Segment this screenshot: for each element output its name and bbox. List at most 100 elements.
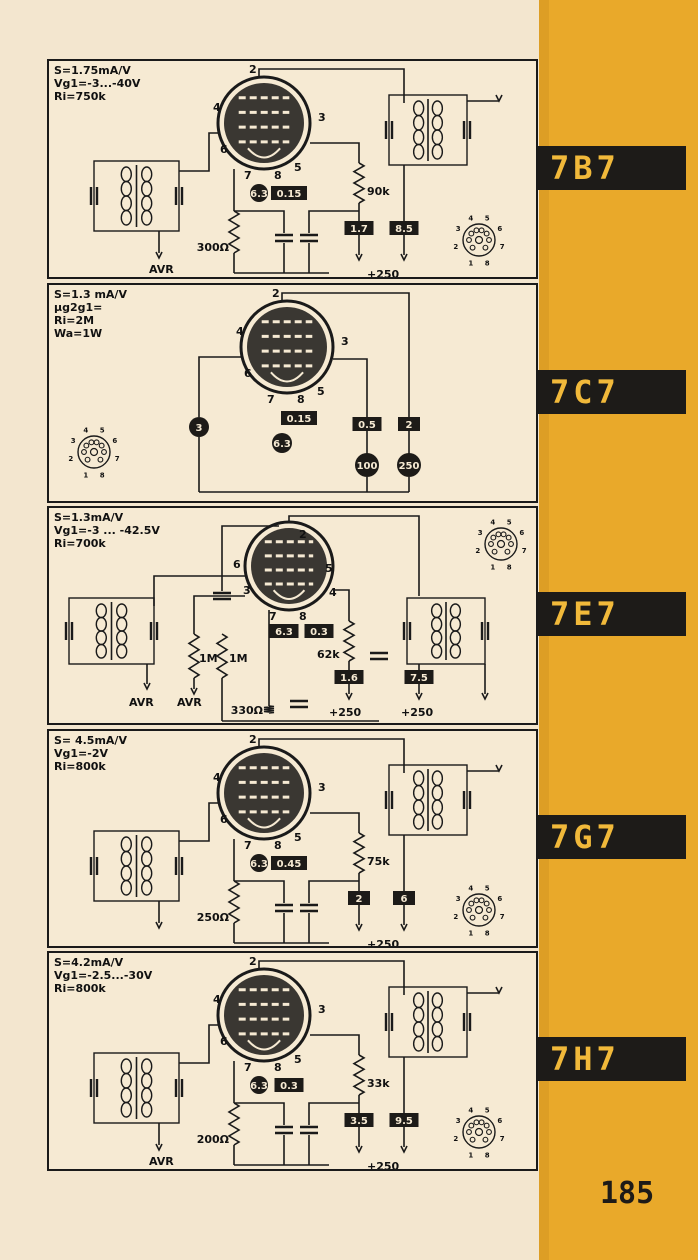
grid-wire bbox=[198, 356, 241, 417]
anode-current-box bbox=[404, 670, 434, 684]
heater-voltage-box bbox=[269, 624, 299, 638]
output-bandfilter-coil bbox=[412, 770, 425, 787]
output-bandfilter-coil bbox=[412, 813, 425, 830]
pin-number: 7 bbox=[244, 1061, 252, 1074]
input-bandfilter-coil bbox=[95, 603, 107, 619]
spec-grid-voltage: Vg1=-3...-40V bbox=[54, 77, 141, 90]
arrow bbox=[190, 687, 198, 696]
output-bandfilter-coil bbox=[431, 143, 444, 160]
spec-internal-resistance: Ri=800k bbox=[54, 982, 106, 995]
input-bandfilter-coil bbox=[95, 616, 107, 632]
base-socket-pin-number: 3 bbox=[71, 437, 76, 445]
pin-number: 3 bbox=[243, 584, 251, 597]
screen-voltage-disc bbox=[355, 453, 379, 477]
input-bandfilter-outline bbox=[93, 1052, 180, 1124]
pin-number: 8 bbox=[274, 169, 282, 182]
pin-number: 7 bbox=[269, 610, 277, 623]
input-bandfilter-coil bbox=[120, 180, 133, 197]
heater-current-box bbox=[281, 411, 317, 425]
anode-wire bbox=[288, 515, 420, 596]
screen-wire bbox=[333, 358, 368, 417]
page-number: 185 bbox=[600, 1176, 655, 1211]
arrow bbox=[495, 764, 503, 773]
output-bandfilter-coil bbox=[412, 1006, 425, 1023]
base-socket-pin bbox=[466, 907, 472, 913]
output-bandfilter-coil bbox=[449, 630, 462, 646]
grid-voltage-value: 3 bbox=[196, 423, 203, 434]
pin-number: 4 bbox=[329, 586, 337, 599]
pin-number: 6 bbox=[233, 558, 241, 571]
input-bandfilter-outline bbox=[93, 830, 180, 902]
screen-resistor bbox=[352, 1054, 366, 1096]
input-bandfilter-coil bbox=[140, 836, 153, 853]
input-bandfilter-outline bbox=[93, 160, 180, 232]
agc-label: AVR bbox=[149, 263, 174, 276]
output-bandfilter-coil bbox=[431, 129, 444, 146]
base-socket-pin bbox=[483, 1122, 490, 1129]
output-bandfilter-coil bbox=[449, 643, 462, 659]
base-socket-pin-number: 5 bbox=[100, 426, 105, 434]
base-socket-pin-number: 6 bbox=[519, 529, 524, 537]
pin-number: 4 bbox=[236, 325, 244, 338]
base-socket-pin bbox=[468, 1122, 475, 1129]
base-socket-pin-number: 6 bbox=[497, 225, 502, 233]
input-bandfilter-coil bbox=[120, 1072, 133, 1089]
spec-grid-voltage: Vg1=-2.5...-30V bbox=[54, 969, 153, 982]
cathode-resistor bbox=[263, 705, 275, 714]
spec-block: S=1.75mA/V Vg1=-3...-40V Ri=750k bbox=[54, 64, 140, 103]
output-bandfilter-coil bbox=[431, 114, 444, 131]
anode-current-value: 8.5 bbox=[395, 224, 413, 235]
pin-number: 3 bbox=[318, 1003, 326, 1016]
base-socket-pin bbox=[505, 534, 512, 541]
output-bandfilter-outline bbox=[406, 597, 486, 665]
spec-grid-voltage: Vg1=-2V bbox=[54, 747, 108, 760]
input-bandfilter-coil bbox=[140, 166, 153, 183]
base-socket-pin-number: 2 bbox=[453, 913, 458, 921]
base-socket-pin-number: 2 bbox=[453, 1135, 458, 1143]
input-bandfilter-coil bbox=[140, 850, 153, 867]
agc-label: AVR bbox=[129, 696, 154, 709]
anode-current-box bbox=[393, 891, 415, 905]
anode-wire bbox=[281, 292, 410, 417]
input-bandfilter-coil bbox=[140, 180, 153, 197]
base-socket-pin bbox=[88, 439, 95, 446]
output-bandfilter-coil bbox=[431, 799, 444, 816]
base-socket-pin bbox=[488, 541, 494, 547]
spec-block: S=1.3mA/V Vg1=-3 ... -42.5V Ri=700k bbox=[54, 511, 160, 550]
screen-current-value: 3.5 bbox=[350, 1116, 368, 1127]
pin-number: 5 bbox=[294, 831, 302, 844]
spec-internal-resistance: Ri=2M bbox=[54, 314, 95, 327]
heater-voltage-value: 6.3 bbox=[250, 189, 268, 200]
cathode-resistor bbox=[227, 1102, 241, 1146]
screen-current-box bbox=[348, 891, 370, 905]
screen-resistor-label: 33k bbox=[367, 1077, 390, 1090]
output-bandfilter-coil bbox=[449, 616, 462, 632]
base-socket-pin-number: 5 bbox=[485, 884, 490, 892]
supply-label: +250 bbox=[367, 938, 400, 946]
screen-current-box bbox=[344, 221, 374, 235]
base-socket-pin-number: 5 bbox=[485, 214, 490, 222]
pin-number: 6 bbox=[220, 1035, 228, 1048]
heater-voltage-value: 6.3 bbox=[275, 627, 293, 638]
base-socket-pin bbox=[93, 439, 100, 446]
output-bandfilter-outline bbox=[388, 986, 468, 1058]
heater-voltage-disc bbox=[250, 1076, 268, 1094]
arrow bbox=[400, 253, 408, 262]
base-socket-pin bbox=[486, 907, 492, 913]
spec-transconductance: S=1.3 mA/V bbox=[54, 288, 127, 301]
wire bbox=[193, 595, 245, 634]
base-socket-pin-number: 1 bbox=[468, 260, 473, 268]
screen-current-value: 1.6 bbox=[340, 673, 358, 684]
tube-cathode bbox=[247, 147, 281, 159]
input-bandfilter-coil bbox=[140, 1101, 153, 1118]
heater-voltage-value: 6.3 bbox=[273, 439, 291, 450]
base-socket-pin bbox=[81, 449, 87, 455]
anode-current-box bbox=[389, 1113, 419, 1127]
base-socket-pin-number: 4 bbox=[83, 426, 88, 434]
base-socket-pin-number: 1 bbox=[468, 930, 473, 938]
tube-cathode bbox=[247, 1039, 281, 1051]
arrow bbox=[143, 682, 151, 691]
